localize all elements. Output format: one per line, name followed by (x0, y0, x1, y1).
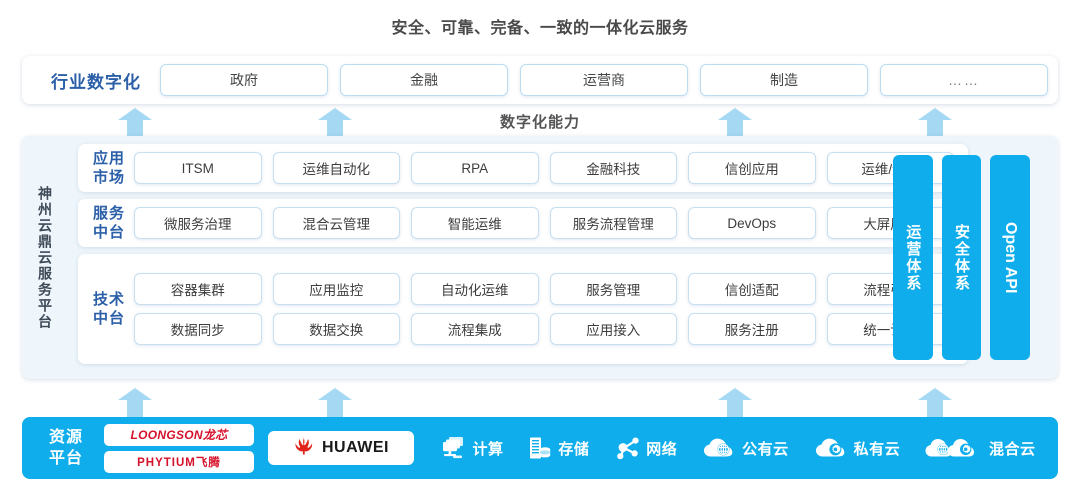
cell-ops-automation[interactable]: 运维自动化 (272, 152, 400, 184)
tier-rows-service-midend: 微服务治理 混合云管理 智能运维 服务流程管理 DevOps 大屏展示 (132, 207, 960, 239)
industry-row-label: 行业数字化 (51, 72, 141, 92)
loongson-logo: LOONGSON龙芯 (104, 423, 254, 446)
resource-item-label: 存储 (558, 440, 590, 458)
huawei-logo: HUAWEI (268, 431, 414, 465)
storage-icon (528, 436, 552, 460)
resource-label-line2: 平台 (48, 450, 83, 467)
cell-microservice-governance[interactable]: 微服务治理 (134, 207, 262, 239)
up-arrow-icon-4 (918, 108, 952, 138)
tier-rows-application-market: ITSM 运维自动化 RPA 金融科技 信创应用 运维/运营 (132, 152, 960, 184)
resource-item-label: 混合云 (988, 440, 1036, 458)
cell-service-mgmt[interactable]: 服务管理 (549, 273, 677, 305)
cell-itsm[interactable]: ITSM (134, 152, 262, 184)
tier-label-line1: 应用 (92, 150, 125, 167)
resource-item-compute[interactable]: 计算 (440, 436, 503, 460)
cell-fintech[interactable]: 金融科技 (549, 152, 677, 184)
huawei-logo-text: HUAWEI (322, 439, 389, 456)
tier-label-line2: 中台 (92, 224, 125, 241)
cell-unified-auth[interactable]: 统一认证 (826, 313, 954, 345)
resource-item-list: 计算 (414, 436, 1048, 460)
tier-label-line1: 技术 (92, 291, 125, 308)
platform-side-bar-list: 运营体系 安全体系 Open API (893, 155, 1031, 360)
cell-intelligent-ops[interactable]: 智能运维 (411, 207, 539, 239)
industry-chip-finance[interactable]: 金融 (340, 64, 508, 96)
cell-hybrid-cloud-mgmt[interactable]: 混合云管理 (272, 207, 400, 239)
industry-chip-list: 政府 金融 运营商 制造 …… (160, 64, 1048, 96)
resource-item-label: 网络 (646, 440, 678, 458)
tier-row: ITSM 运维自动化 RPA 金融科技 信创应用 运维/运营 (134, 152, 954, 184)
up-arrow-icon-5 (118, 388, 152, 418)
page-title: 安全、可靠、完备、一致的一体化云服务 (391, 20, 689, 37)
resource-item-public-cloud[interactable]: 公有云 (702, 436, 789, 460)
cell-xinchuang-adaptation[interactable]: 信创适配 (688, 273, 816, 305)
cell-data-sync[interactable]: 数据同步 (134, 313, 262, 345)
industry-digitalization-row: 行业数字化 政府 金融 运营商 制造 …… (22, 56, 1058, 104)
resource-item-hybrid-cloud[interactable]: 混合云 (925, 436, 1036, 460)
tier-label-application-market: 应用 市场 (86, 149, 132, 187)
cell-service-registry[interactable]: 服务注册 (688, 313, 816, 345)
platform-vertical-label: 神州云鼎云服务平台 (37, 185, 53, 330)
huawei-flower-icon (293, 436, 315, 461)
resource-item-label: 公有云 (742, 440, 789, 458)
capability-label: 数字化能力 (499, 114, 580, 131)
resource-item-label: 私有云 (853, 440, 901, 458)
cell-data-exchange[interactable]: 数据交换 (272, 313, 400, 345)
public-cloud-icon (702, 436, 736, 460)
resource-platform-bar: 资源 平台 LOONGSON龙芯 PHYTIUM飞腾 HUAWEI (22, 417, 1058, 479)
tier-row: 容器集群 应用监控 自动化运维 服务管理 信创适配 流程引擎 (134, 273, 954, 305)
tier-label-technology-midend: 技术 中台 (86, 290, 132, 328)
resource-item-storage[interactable]: 存储 (528, 436, 589, 460)
hybrid-cloud-icon (925, 436, 983, 460)
tier-label-line2: 中台 (92, 310, 125, 327)
industry-chip-manufacturing[interactable]: 制造 (700, 64, 868, 96)
cell-app-access[interactable]: 应用接入 (549, 313, 677, 345)
resource-item-label: 计算 (472, 440, 504, 458)
cell-app-monitoring[interactable]: 应用监控 (272, 273, 400, 305)
private-cloud-icon (814, 436, 848, 460)
cell-xinchuang-app[interactable]: 信创应用 (688, 152, 816, 184)
tier-technology-midend: 技术 中台 容器集群 应用监控 自动化运维 服务管理 信创适配 流程引擎 数据同… (78, 254, 968, 364)
tier-row: 微服务治理 混合云管理 智能运维 服务流程管理 DevOps 大屏展示 (134, 207, 954, 239)
up-arrow-icon-6 (318, 388, 352, 418)
tier-application-market: 应用 市场 ITSM 运维自动化 RPA 金融科技 信创应用 运维/运营 (78, 144, 968, 192)
resource-item-network[interactable]: 网络 (614, 436, 677, 460)
resource-label-line1: 资源 (48, 429, 83, 446)
cell-service-process-mgmt[interactable]: 服务流程管理 (549, 207, 677, 239)
up-arrow-icon-8 (918, 388, 952, 418)
cell-process-integration[interactable]: 流程集成 (411, 313, 539, 345)
industry-chip-government[interactable]: 政府 (160, 64, 328, 96)
tier-label-line2: 市场 (92, 169, 125, 186)
side-bar-security-system[interactable]: 安全体系 (941, 155, 982, 360)
phytium-logo: PHYTIUM飞腾 (104, 450, 254, 473)
tier-label-line1: 服务 (92, 205, 125, 222)
tier-label-service-midend: 服务 中台 (86, 204, 132, 242)
industry-chip-carrier[interactable]: 运营商 (520, 64, 688, 96)
industry-chip-more[interactable]: …… (880, 64, 1048, 96)
tier-rows-technology-midend: 容器集群 应用监控 自动化运维 服务管理 信创适配 流程引擎 数据同步 数据交换… (132, 273, 960, 345)
up-arrow-icon-1 (118, 108, 152, 138)
up-arrow-icon-7 (718, 388, 752, 418)
up-arrow-icon-2 (318, 108, 352, 138)
cell-container-cluster[interactable]: 容器集群 (134, 273, 262, 305)
compute-icon (440, 436, 466, 460)
side-bar-operations-system[interactable]: 运营体系 (893, 155, 933, 360)
chip-vendor-logo-stack: LOONGSON龙芯 PHYTIUM飞腾 (104, 423, 254, 473)
resource-platform-label: 资源 平台 (32, 427, 100, 469)
tier-service-midend: 服务 中台 微服务治理 混合云管理 智能运维 服务流程管理 DevOps 大屏展… (78, 199, 968, 247)
cell-rpa[interactable]: RPA (411, 152, 539, 184)
network-icon (614, 436, 640, 460)
up-arrow-icon-3 (718, 108, 752, 138)
cell-automated-ops[interactable]: 自动化运维 (411, 273, 539, 305)
cell-devops[interactable]: DevOps (688, 207, 816, 239)
platform-tier-list: 应用 市场 ITSM 运维自动化 RPA 金融科技 信创应用 运维/运营 服务 … (78, 144, 968, 371)
side-bar-open-api[interactable]: Open API (990, 155, 1031, 360)
resource-item-private-cloud[interactable]: 私有云 (814, 436, 901, 460)
tier-row: 数据同步 数据交换 流程集成 应用接入 服务注册 统一认证 (134, 313, 954, 345)
